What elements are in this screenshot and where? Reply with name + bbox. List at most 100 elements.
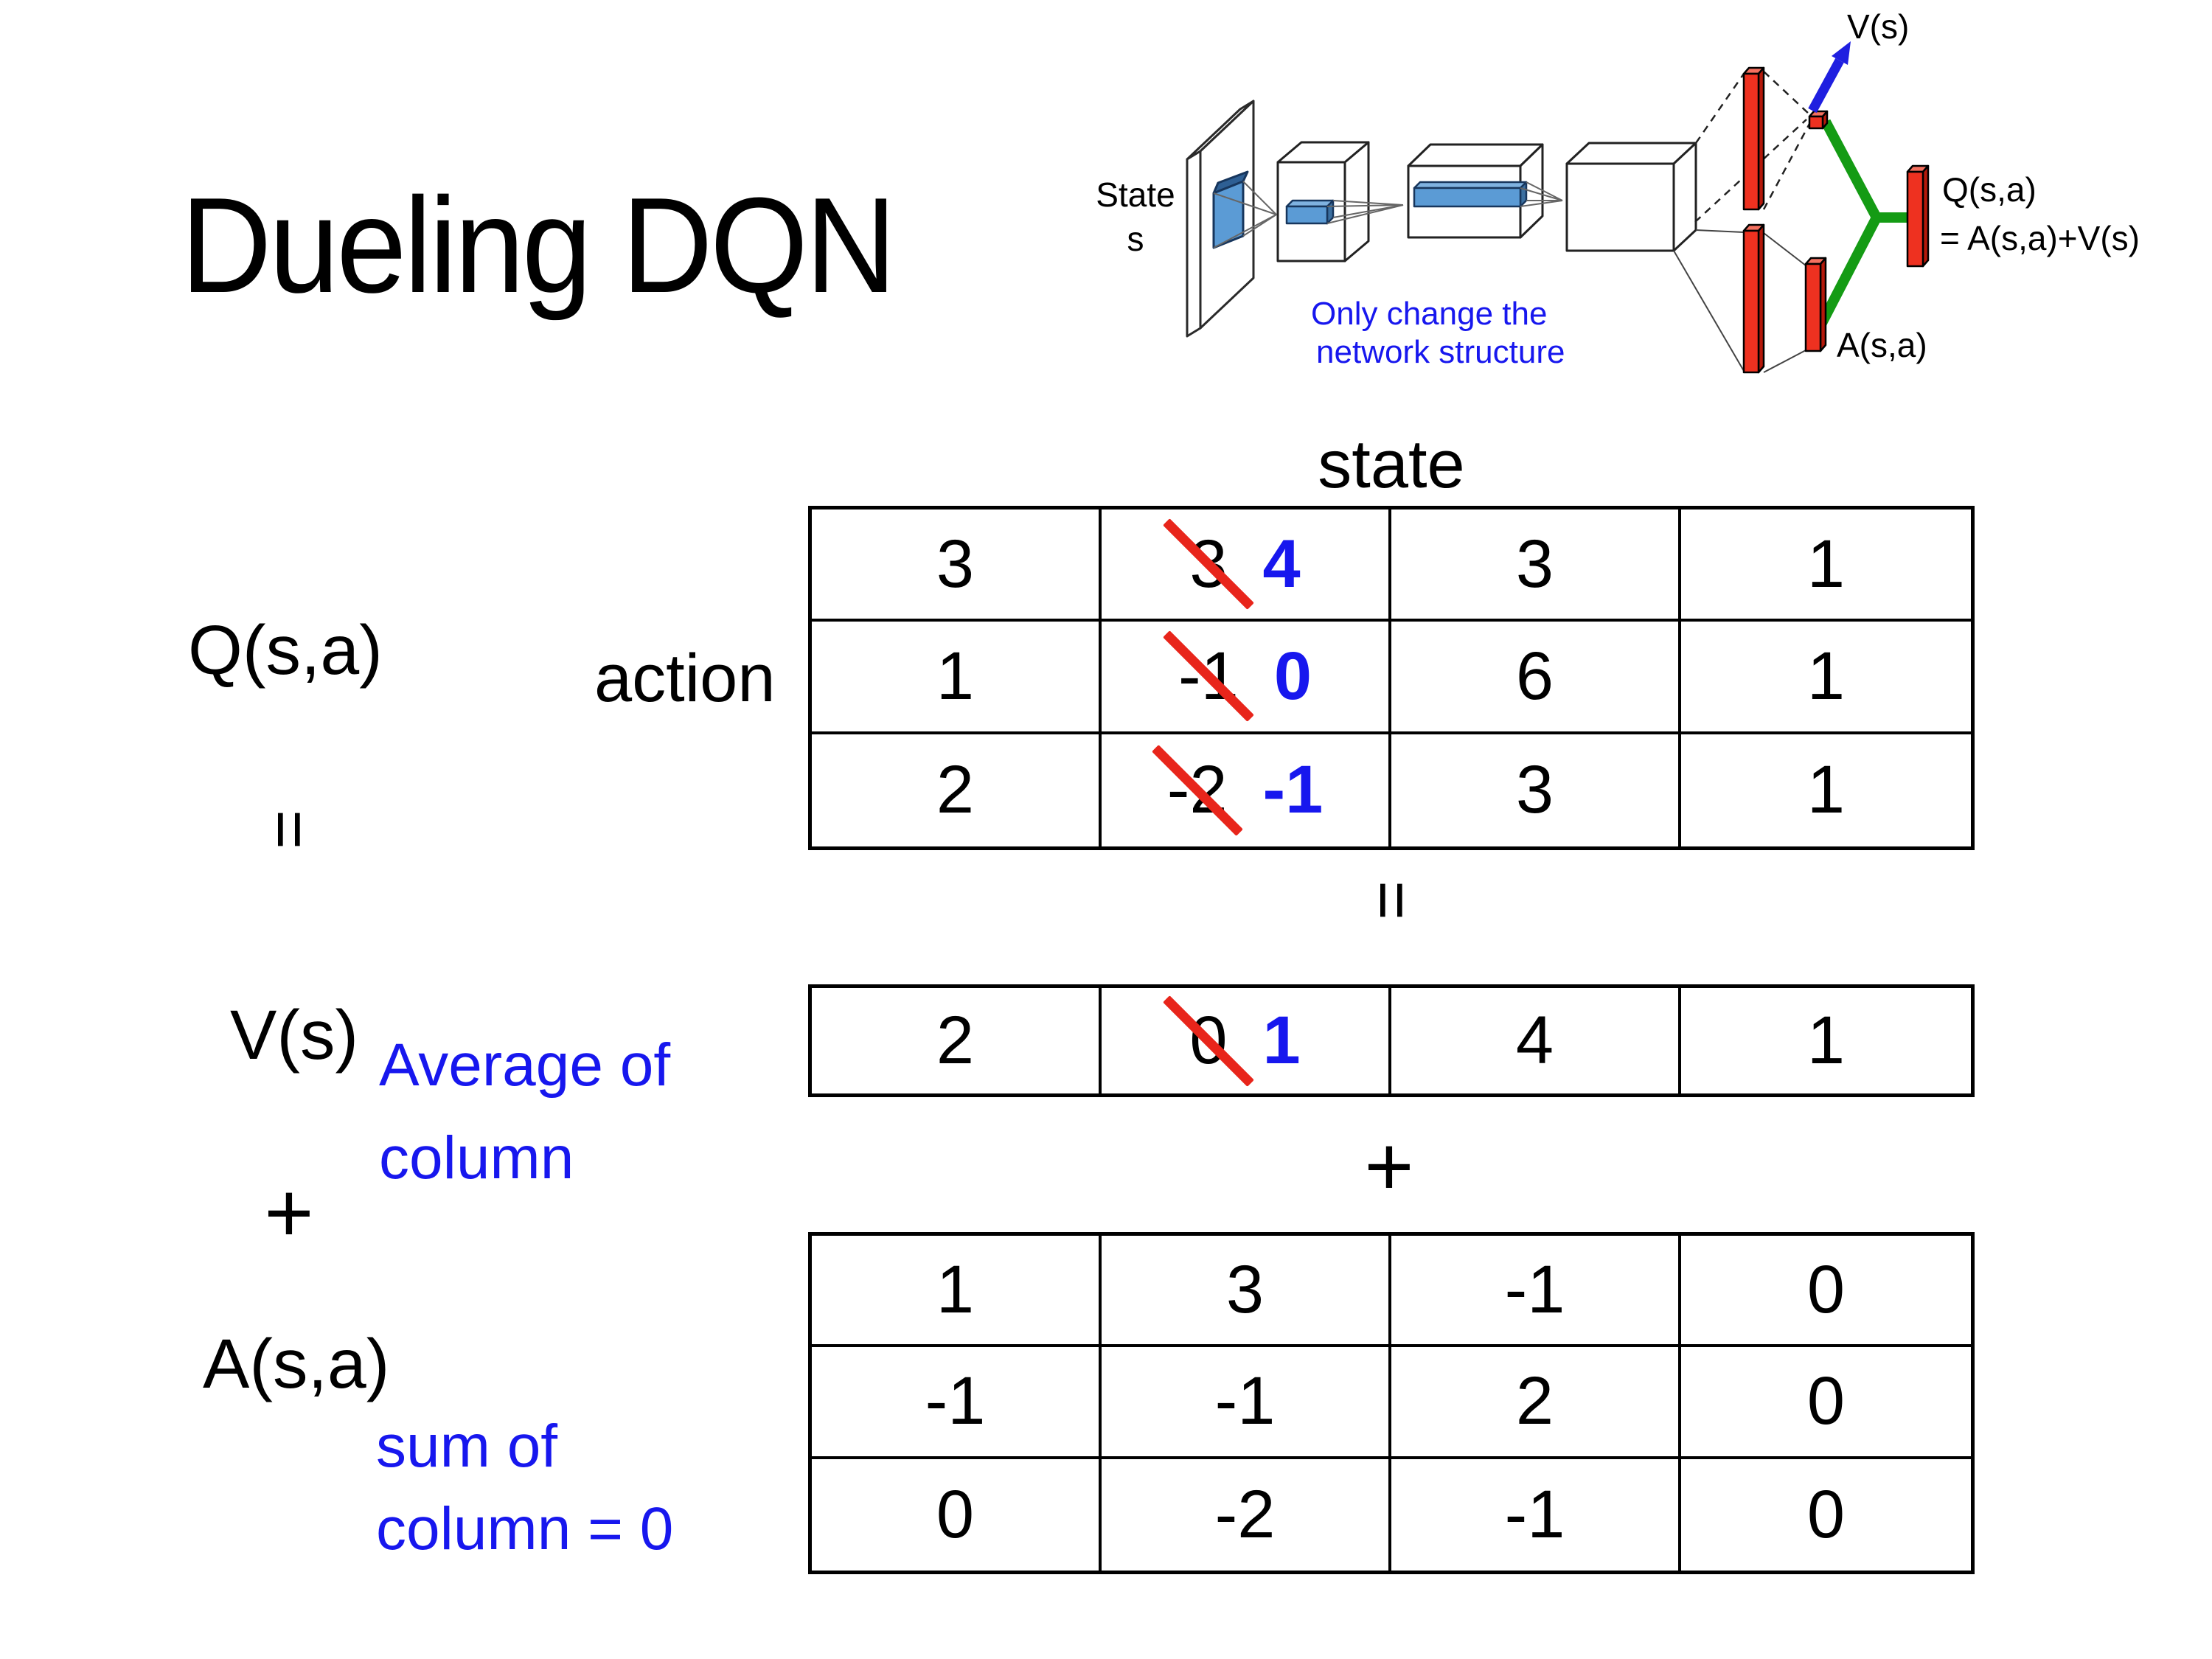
value-node xyxy=(1808,110,1829,130)
diagram-state-s: s xyxy=(1127,220,1144,258)
advantage-bar xyxy=(1804,257,1827,352)
v-matrix-label: V(s) xyxy=(230,996,359,1074)
table-cell-struck: 3 4 xyxy=(1102,509,1391,622)
table-cell: -1 xyxy=(1391,1236,1681,1348)
equals-left-symbol: = xyxy=(251,810,327,849)
cell-value: 0 xyxy=(1806,1476,1846,1552)
feature-map-2 xyxy=(1413,181,1528,208)
cell-value: 0 xyxy=(1806,1252,1846,1328)
table-cell: 0 xyxy=(1681,1347,1971,1459)
table-cell: 1 xyxy=(1681,734,1971,846)
a-table: 1 3 -1 0 -1 -1 2 0 0 -2 -1 0 xyxy=(808,1232,1975,1574)
table-cell: 2 xyxy=(812,734,1102,846)
q-output-bar xyxy=(1906,164,1930,268)
table-cell: 1 xyxy=(812,622,1102,734)
cell-value: 2 xyxy=(936,752,975,828)
cell-value: -1 xyxy=(1214,1363,1276,1439)
table-cell: 0 xyxy=(812,1458,1102,1571)
old-value: 3 xyxy=(1163,518,1254,611)
sum-note-line1: sum of xyxy=(376,1413,558,1480)
old-value: -1 xyxy=(1163,630,1254,723)
table-cell: -1 xyxy=(1102,1347,1391,1459)
cell-value: 3 xyxy=(1515,526,1554,602)
fc-box xyxy=(1565,142,1697,252)
table-cell: -1 xyxy=(1391,1458,1681,1571)
table-cell: -1 xyxy=(812,1347,1102,1459)
sum-note: sum of column = 0 xyxy=(376,1405,673,1571)
page-title: Dueling DQN xyxy=(181,169,897,321)
table-cell: 1 xyxy=(1681,509,1971,622)
dueling-network-diagram: State s V(s) Q(s,a) = A(s,a)+V(s) A(s,a)… xyxy=(1096,7,2140,374)
fan-lines-1 xyxy=(1213,181,1277,248)
average-note-line2: column xyxy=(379,1124,574,1192)
old-value: 0 xyxy=(1163,995,1254,1087)
new-value: 0 xyxy=(1273,638,1312,714)
hidden-bar-top xyxy=(1742,66,1765,211)
table-cell: 2 xyxy=(1391,1347,1681,1459)
diagram-q-formula: = A(s,a)+V(s) xyxy=(1940,219,2140,257)
state-axis-label: state xyxy=(1318,427,1465,502)
cell-value: 2 xyxy=(1515,1363,1554,1439)
table-cell: 3 xyxy=(1391,734,1681,846)
table-cell: 2 xyxy=(812,988,1102,1093)
v-table: 2 0 1 4 1 xyxy=(808,984,1975,1097)
table-cell-struck: 0 1 xyxy=(1102,988,1391,1093)
cell-value: -1 xyxy=(1504,1476,1565,1552)
table-cell: 3 xyxy=(1102,1236,1391,1348)
table-cell: -2 xyxy=(1102,1458,1391,1571)
table-cell: 3 xyxy=(812,509,1102,622)
value-arrow-icon xyxy=(1808,41,1851,114)
merge-y-connector xyxy=(1816,119,1910,327)
table-cell: 0 xyxy=(1681,1459,1971,1571)
table-cell: 4 xyxy=(1391,988,1681,1093)
cell-value: 3 xyxy=(936,526,975,602)
cell-value: 1 xyxy=(936,638,975,714)
cell-value: 1 xyxy=(1806,526,1846,602)
cell-value: 0 xyxy=(1806,1363,1846,1439)
plus-left-symbol: + xyxy=(264,1166,314,1260)
diagram-note-line1: Only change the xyxy=(1311,296,1547,332)
cell-value: 1 xyxy=(1806,638,1846,714)
cell-value: 3 xyxy=(1225,1252,1265,1328)
table-cell: 3 xyxy=(1391,509,1681,622)
average-note-line1: Average of xyxy=(379,1032,671,1099)
fan-lines-2 xyxy=(1326,200,1404,224)
average-note: Average of column xyxy=(379,1019,670,1205)
diagram-note-line2: network structure xyxy=(1316,334,1565,370)
q-matrix-label: Q(s,a) xyxy=(188,611,383,689)
cell-value: 3 xyxy=(1515,752,1554,828)
cell-value: 6 xyxy=(1515,638,1554,714)
fan-lines-3 xyxy=(1520,181,1563,207)
table-cell-struck: -2 -1 xyxy=(1102,734,1391,846)
q-table: 3 3 4 3 1 1 -1 0 6 1 2 -2 -1 xyxy=(808,506,1975,850)
new-value: 1 xyxy=(1262,1003,1301,1078)
table-cell: 1 xyxy=(1681,622,1971,734)
cell-value: -2 xyxy=(1214,1476,1276,1552)
table-cell: 1 xyxy=(1681,988,1971,1093)
cell-value: 2 xyxy=(936,1003,975,1078)
conv-filter-patch xyxy=(1212,170,1249,249)
cell-value: -1 xyxy=(925,1363,986,1439)
plus-mid-symbol: + xyxy=(1364,1119,1414,1214)
cell-value: 1 xyxy=(1806,1003,1846,1078)
cell-value: 1 xyxy=(936,1252,975,1328)
diagram-a-label: A(s,a) xyxy=(1837,326,1927,364)
new-value: -1 xyxy=(1262,752,1324,828)
diagram-state-label: State xyxy=(1096,175,1175,214)
cell-value: -1 xyxy=(1504,1252,1565,1328)
hidden-bar-bottom xyxy=(1742,223,1765,374)
cell-value: 4 xyxy=(1515,1003,1554,1078)
cell-value: 1 xyxy=(1806,752,1846,828)
feature-map-1 xyxy=(1285,199,1335,225)
table-cell: 6 xyxy=(1391,622,1681,734)
table-cell: 1 xyxy=(812,1236,1102,1348)
a-matrix-label: A(s,a) xyxy=(203,1325,390,1403)
action-axis-label: action xyxy=(594,641,776,716)
table-cell: 0 xyxy=(1681,1236,1971,1348)
diagram-q-label: Q(s,a) xyxy=(1942,170,2037,209)
diagram-v-label: V(s) xyxy=(1847,7,1909,46)
dashed-connections xyxy=(1694,71,1811,223)
equals-mid-symbol: = xyxy=(1354,880,1430,920)
table-cell-struck: -1 0 xyxy=(1102,622,1391,734)
